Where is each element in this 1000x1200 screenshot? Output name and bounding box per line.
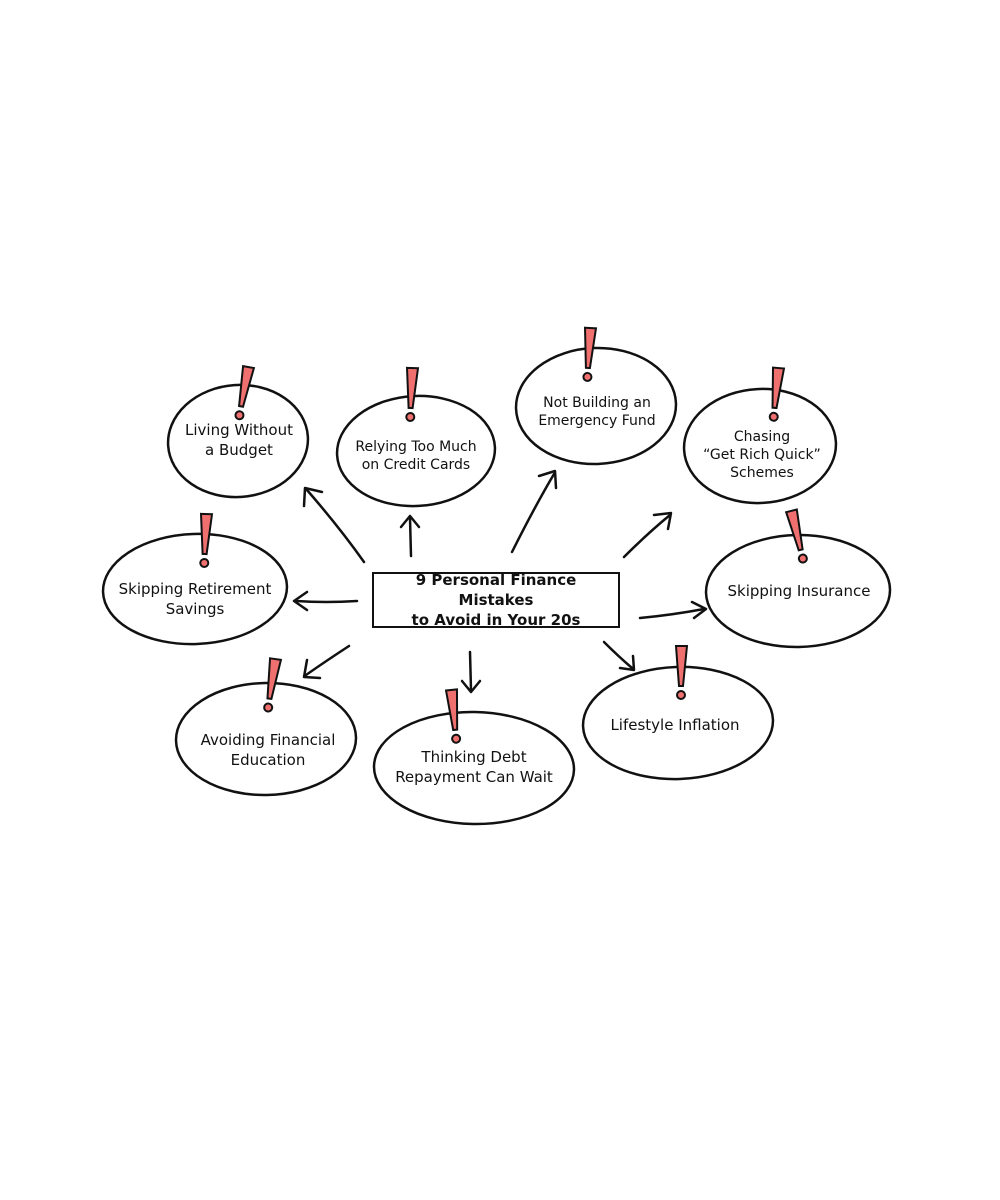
node-label-not-building-emergency-fund: Not Building an Emergency Fund bbox=[538, 395, 656, 429]
exclamation-icon bbox=[768, 366, 786, 422]
node-label-chasing-get-rich-quick: Chasing “Get Rich Quick” Schemes bbox=[703, 429, 821, 481]
exclamation-icon bbox=[405, 366, 420, 422]
node-outline-chasing-get-rich-quick bbox=[682, 387, 838, 505]
arrow-to-relying-credit-cards bbox=[399, 514, 421, 558]
node-label-skipping-insurance: Skipping Insurance bbox=[727, 582, 871, 600]
arrow-to-insurance bbox=[638, 600, 708, 620]
arrow-to-living-without-budget bbox=[302, 486, 366, 564]
exclamation-icon bbox=[263, 657, 283, 713]
arrow-to-get-rich-quick bbox=[622, 511, 673, 559]
arrow-to-financial-education bbox=[302, 644, 351, 680]
node-outline-lifestyle-inflation bbox=[581, 665, 775, 781]
node-outline-avoiding-financial-education bbox=[174, 681, 358, 797]
node-label-relying-credit-cards: Relying Too Much on Credit Cards bbox=[355, 439, 477, 473]
arrows bbox=[292, 469, 708, 694]
node-outline-skipping-retirement-savings bbox=[101, 532, 289, 646]
node-label-avoiding-financial-education: Avoiding Financial Education bbox=[200, 731, 336, 769]
exclamation-icon bbox=[199, 512, 214, 568]
central-topic-box: 9 Personal Finance Mistakes to Avoid in … bbox=[372, 571, 620, 629]
central-topic-title: 9 Personal Finance Mistakes to Avoid in … bbox=[411, 571, 581, 629]
node-label-living-without-budget: Living Without a Budget bbox=[185, 421, 293, 459]
exclamation-icon bbox=[444, 688, 462, 744]
node-label-lifestyle-inflation: Lifestyle Inflation bbox=[610, 716, 740, 734]
node-label-thinking-debt-repayment: Thinking Debt Repayment Can Wait bbox=[395, 748, 553, 786]
arrow-to-emergency-fund bbox=[510, 469, 558, 554]
node-outline-thinking-debt-repayment bbox=[372, 710, 576, 826]
exclamation-icon bbox=[674, 645, 689, 700]
arrow-to-lifestyle-inflation bbox=[602, 640, 636, 672]
exclamation-icon bbox=[582, 326, 598, 382]
node-label-skipping-retirement-savings: Skipping Retirement Savings bbox=[118, 580, 272, 618]
exclamation-icon bbox=[784, 508, 808, 564]
arrow-to-debt-repayment bbox=[460, 650, 482, 694]
node-outline-living-without-budget bbox=[166, 383, 310, 499]
exclamation-markers bbox=[199, 326, 808, 744]
exclamation-icon bbox=[234, 364, 256, 421]
arrow-to-retirement-savings bbox=[292, 590, 359, 612]
